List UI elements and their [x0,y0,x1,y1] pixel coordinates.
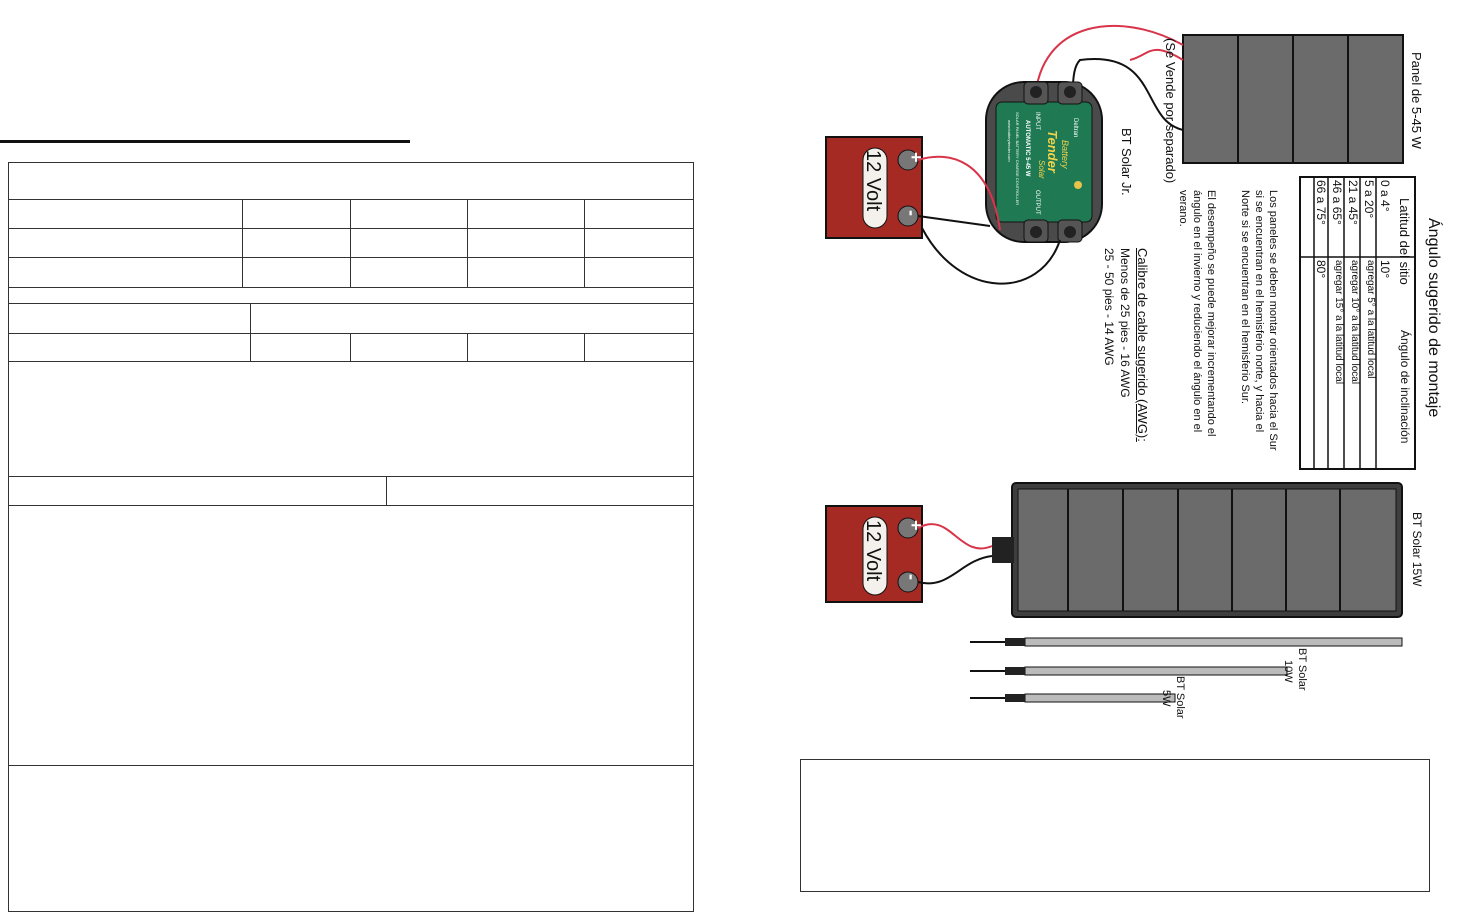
note-orientation: Los paneles se deben montar orientados h… [1239,190,1279,451]
angle-row-3-lat: 21 a 45° [1346,180,1360,225]
table-divider [386,476,387,505]
stick-panel-10w [970,666,1288,676]
stick-panel-5w [970,693,1176,703]
sold-separately-label: (Se Vende por separado) [1163,38,1178,184]
table-row [8,287,694,288]
table-row [8,228,694,229]
notes-box [800,759,1430,892]
table-divider [250,303,251,361]
wire-red-battery [917,155,1001,231]
battery-plus-top: + [906,152,926,163]
cable-title: Calibre de cable sugerido (AWG): [1135,248,1150,442]
controller-brand: Deltran [1072,118,1078,138]
controller-model: AUTOMATIC 5-45 W [1024,120,1030,177]
wire-red-15w [917,523,993,550]
wire-red-panel [1034,24,1184,101]
angle-row-1-lat: 0 a 4° [1378,180,1392,212]
heading-underline [0,140,410,143]
controller-url: www.batterytender.com [1007,120,1012,162]
angle-header-latitude: Latitud del sitio [1397,198,1412,285]
table-divider [584,333,585,361]
battery-minus-bottom: - [902,574,922,580]
angle-title: Ángulo sugerido de montaje [1425,218,1442,418]
battery-top [825,136,923,239]
table-row [8,476,694,477]
table-row [8,303,694,304]
angle-row-5-tilt: 80° [1314,260,1328,279]
cable-line-2: 25 - 50 pies - 14 AWG [1102,248,1116,366]
table-row [8,361,694,362]
angle-row-2-tilt: agregar 5° a la latitud local [1365,260,1376,379]
note-performance: El desempeño se puede mejorar incrementa… [1177,190,1217,437]
table-row [8,505,694,506]
panel-label: Panel de 5-45 W [1409,52,1424,149]
table-row [8,257,694,258]
wire-red-panel-2 [1129,49,1184,61]
angle-row-1-tilt: 10° [1378,260,1392,279]
controller-output-text: OUTPUT [1034,190,1040,215]
battery-bottom [825,505,923,603]
table-divider [242,199,243,287]
angle-row-3-tilt: agregar 10° a la latitud local [1349,260,1360,385]
table-divider [467,199,468,287]
controller-logo-3: Solar [1037,160,1046,179]
table-divider [584,199,585,287]
controller-logo-1: Battery [1060,140,1070,169]
table-row [8,199,694,200]
table-row [8,333,694,334]
stick-5w-label-2: 5W [1160,690,1172,707]
angle-row-4-lat: 46 a 65° [1330,180,1344,225]
wire-black-15w [917,555,993,585]
stick-panel-large [970,637,1403,647]
controller-logo-2: Tender [1045,130,1060,173]
controller-label: BT Solar Jr. [1119,128,1134,196]
angle-header-tilt: Ángulo de inclinación [1398,330,1412,444]
table-row [8,765,694,766]
stick-5w-label-1: BT Solar [1174,676,1186,719]
table-divider [350,199,351,287]
angle-row-4-tilt: agregar 15° a la latitud local [1333,260,1344,385]
angle-row-5-lat: 66 a 75° [1314,180,1328,225]
angle-table [1299,176,1416,470]
controller-desc: SOLAR PANEL BATTERY CHARGE CONTROLLER [1015,112,1020,206]
stick-10w-label-1: BT Solar [1296,648,1308,691]
wire-black-battery-2 [921,227,1061,285]
wire-black-battery [917,215,991,227]
battery-label-bottom: 12 Volt [862,520,884,582]
battery-label-top: 12 Volt [862,150,884,212]
table-divider [350,333,351,361]
table-divider [467,333,468,361]
battery-minus-top: - [902,210,922,216]
solar-panel-large [1182,34,1404,164]
battery-plus-bottom: + [906,520,926,531]
panel-15w-label: BT Solar 15W [1410,512,1424,587]
controller-input-text: INPUT [1034,112,1040,130]
cable-line-1: Menos de 25 pies - 16 AWG [1118,248,1132,398]
solar-panel-15w [992,482,1403,618]
angle-row-2-lat: 5 a 20° [1362,180,1376,219]
stick-10w-label-2: 10W [1282,660,1294,683]
charge-controller [985,81,1103,243]
